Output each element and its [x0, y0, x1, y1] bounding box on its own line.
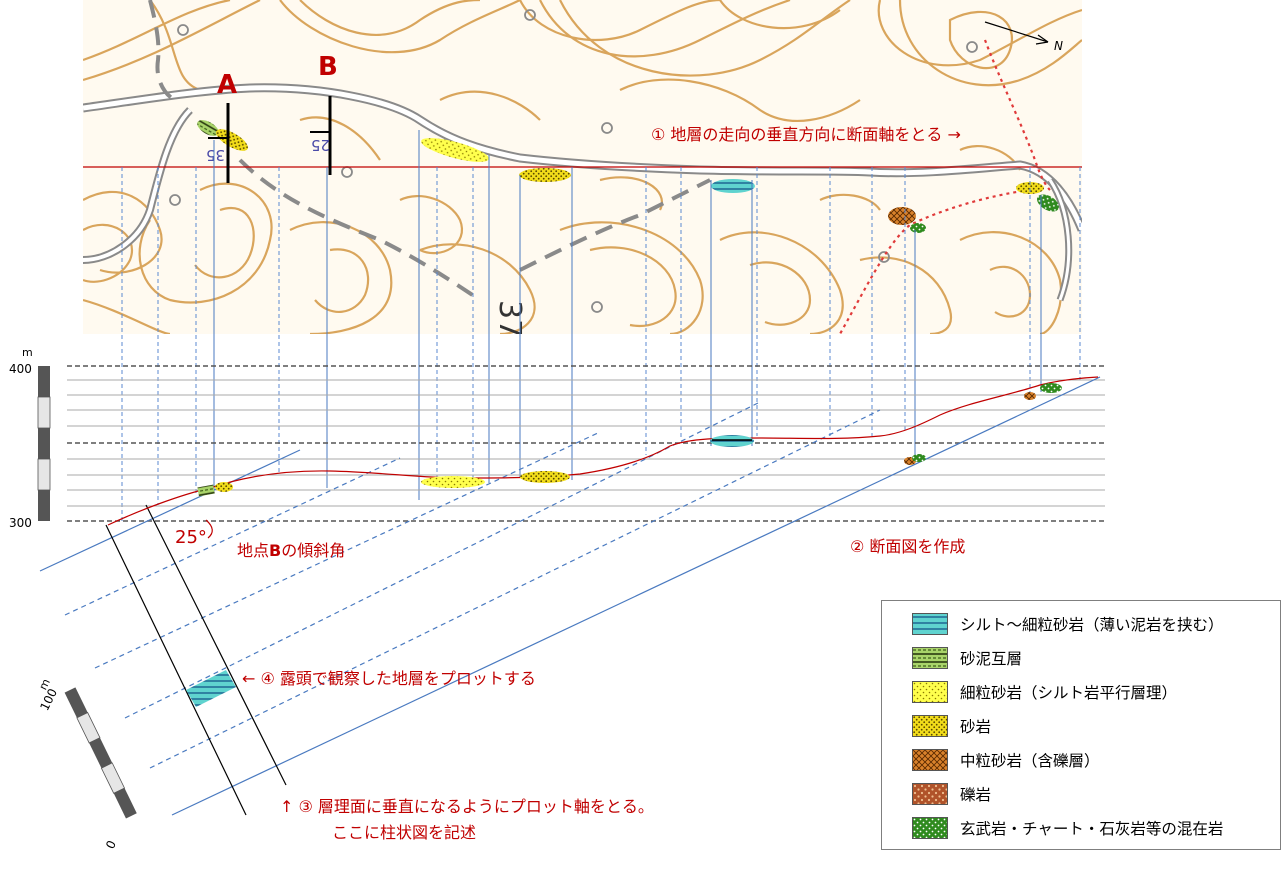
step1-annotation: ① 地層の走向の垂直方向に断面軸をとる → [651, 125, 961, 144]
legend-item-fine-sand: 細粒砂岩（シルト岩平行層理） [912, 679, 1177, 705]
section-grid [67, 365, 1105, 522]
thickness-top-label: 100 [37, 686, 60, 713]
legend-label: 礫岩 [960, 786, 992, 804]
step4-annotation: ← ④ 露頭で観察した地層をプロットする [242, 669, 536, 688]
legend-label: 細粒砂岩（シルト岩平行層理） [960, 684, 1178, 702]
north-arrow [984, 21, 1049, 45]
legend-item-conglomerate: 礫岩 [912, 781, 991, 807]
legend-label: 砂泥互層 [960, 650, 1023, 668]
legend-item-silt: シルト〜細粒砂岩（薄い泥岩を挟む） [912, 611, 1224, 637]
dip-label-b: 25 [311, 136, 330, 154]
alternation-swatch-icon [912, 647, 948, 669]
elevation-unit: m [22, 346, 33, 359]
spot-height-markers [169, 9, 978, 313]
thickness-scale-bar [64, 687, 137, 819]
route-number: 37 [492, 300, 527, 338]
melange-swatch-icon [912, 817, 948, 839]
elevation-scale-bar [37, 366, 51, 521]
trail-path [839, 39, 1051, 334]
dip-angle-value: 25° [175, 527, 207, 548]
step2-annotation: ② 断面図を作成 [850, 537, 965, 556]
legend: シルト〜細粒砂岩（薄い泥岩を挟む） 砂泥互層 細粒砂岩（シルト岩平行層理） 砂岩… [881, 600, 1281, 850]
legend-item-alternation: 砂泥互層 [912, 645, 1022, 671]
elevation-top-label: 400 [9, 362, 32, 376]
map-outcrops [197, 120, 1059, 233]
legend-item-medium-sand: 中粒砂岩（含礫層） [912, 747, 1100, 773]
legend-label: シルト〜細粒砂岩（薄い泥岩を挟む） [960, 616, 1224, 634]
topographic-profile [107, 376, 1099, 526]
medium-sand-swatch-icon [912, 749, 948, 771]
legend-item-sandstone: 砂岩 [912, 713, 991, 739]
sandstone-swatch-icon [912, 715, 948, 737]
thickness-bottom-label: 0 [103, 838, 119, 851]
contour-lines [83, 0, 1082, 334]
thickness-unit: m [37, 677, 53, 692]
dip-angle-arc [205, 519, 213, 539]
dip-angle-caption: 地点Bの傾斜角 [237, 541, 345, 560]
topographic-map: 37 35 25 [83, 0, 1082, 338]
legend-label: 砂岩 [960, 718, 992, 736]
strike-dip-symbols [208, 96, 332, 183]
point-label-b: B [318, 52, 338, 82]
legend-label: 玄武岩・チャート・石灰岩等の混在岩 [960, 820, 1224, 838]
fine-sand-swatch-icon [912, 681, 948, 703]
elevation-bottom-label: 300 [9, 516, 32, 530]
conglomerate-swatch-icon [912, 783, 948, 805]
silt-swatch-icon [912, 613, 948, 635]
plot-axis [105, 504, 287, 816]
roads [83, 0, 1082, 302]
bedding-plane-lines [39, 376, 1101, 816]
step3-annotation-line2: ここに柱状図を記述 [332, 823, 476, 842]
dip-label-a: 35 [206, 146, 225, 164]
north-label: N [1054, 39, 1063, 53]
legend-label: 中粒砂岩（含礫層） [960, 752, 1100, 770]
plotted-stratum [186, 670, 236, 707]
section-outcrops [197, 383, 1062, 497]
point-label-a: A [217, 70, 237, 100]
projection-lines [121, 130, 1081, 522]
legend-item-melange: 玄武岩・チャート・石灰岩等の混在岩 [912, 815, 1223, 841]
step3-annotation-line1: ↑ ③ 層理面に垂直になるようにプロット軸をとる。 [280, 797, 654, 816]
